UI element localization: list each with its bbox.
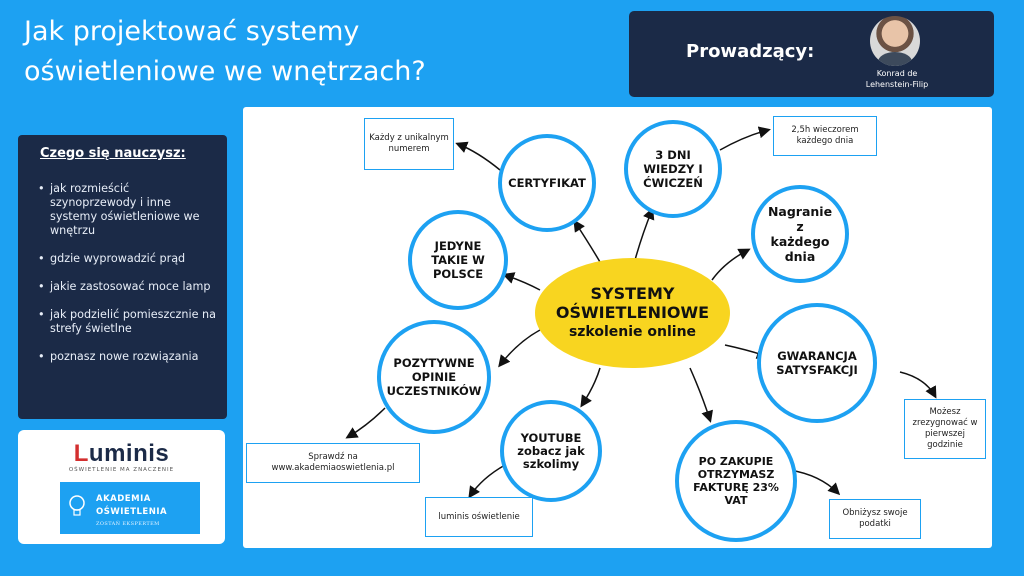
arrow-to-podatki: [789, 469, 841, 496]
arrow-to-dni: [634, 207, 655, 261]
presenter-label: Prowadzący:: [686, 41, 815, 62]
node-youtube: YOUTUBE zobacz jak szkolimy: [500, 400, 602, 502]
learning-outcomes-card: Czego się nauczysz: jak rozmieścić szyno…: [18, 135, 227, 419]
learning-item: jak podzielić pomieszcznie na strefy świ…: [36, 308, 216, 336]
node-pozytywne-label: POZYTYWNE OPINIE UCZESTNIKÓW: [386, 356, 482, 398]
node-zakup: PO ZAKUPIE OTRZYMASZ FAKTURĘ 23% VAT: [675, 420, 797, 542]
akademia-line-2: OŚWIETLENIA: [96, 507, 168, 517]
arrow-to-pozytywne: [498, 329, 541, 368]
node-nagranie: Nagranie z każdego dnia: [751, 185, 849, 283]
title-line-1: Jak projektować systemy: [24, 16, 360, 47]
arrow-to-youtube: [580, 367, 601, 408]
node-jedyne-label: JEDYNE TAKIE W POLSCE: [431, 239, 485, 281]
arrow-to-nagranie: [711, 248, 751, 281]
page-title: Jak projektować systemy oświetleniowe we…: [24, 12, 584, 92]
box-luminis-text: luminis oświetlenie: [438, 511, 520, 522]
luminis-logo-l: L: [73, 440, 89, 467]
node-jedyne: JEDYNE TAKIE W POLSCE: [408, 210, 508, 310]
arrow-to-jedyne: [502, 272, 541, 291]
luminis-logo-rest: uminis: [88, 440, 170, 467]
arrow-to-zakup: [689, 367, 713, 423]
center-node: SYSTEMY OŚWIETLENIOWE szkolenie online: [535, 258, 730, 368]
arrow-to-zrezygnowac: [899, 371, 937, 399]
box-wieczorem-text: 2,5h wieczorem każdego dnia: [791, 125, 859, 146]
presenter-card: Prowadzący: Konrad de Lehenstein-Filip: [629, 11, 994, 97]
avatar: [870, 16, 920, 66]
akademia-line-1: AKADEMIA: [96, 494, 151, 504]
arrow-to-certyfikat: [573, 219, 601, 263]
logos-card: Luminis OŚWIETLENIE MA ZNACZENIE AKADEMI…: [18, 430, 225, 544]
akademia-line-3: ZOSTAŃ EKSPERTEM: [96, 521, 160, 527]
node-gwarancja-label: GWARANCJA SATYSFAKCJI: [776, 349, 858, 377]
luminis-tagline: OŚWIETLENIE MA ZNACZENIE: [68, 467, 175, 473]
box-podatki-text: Obniżysz swoje podatki: [842, 508, 908, 529]
learning-heading: Czego się nauczysz:: [40, 146, 186, 161]
box-zrezygnowac: Możesz zrezygnować w pierwszej godzinie: [904, 399, 986, 459]
node-gwarancja: GWARANCJA SATYSFAKCJI: [757, 303, 877, 423]
node-youtube-label: YOUTUBE zobacz jak szkolimy: [517, 430, 585, 471]
learning-item: poznasz nowe rozwiązania: [36, 350, 216, 364]
presenter-name: Konrad de Lehenstein-Filip: [829, 68, 965, 90]
arrow-to-wieczorem: [719, 126, 771, 151]
arrow-to-luminis: [468, 464, 506, 499]
box-sprawdz-text: Sprawdź na www.akademiaoswietlenia.pl: [271, 452, 395, 473]
node-certyfikat: CERTYFIKAT: [498, 134, 596, 232]
learning-item: jak rozmieścić szynoprzewody i inne syst…: [36, 182, 216, 238]
box-luminis: luminis oświetlenie: [425, 497, 533, 537]
box-podatki: Obniżysz swoje podatki: [829, 499, 921, 539]
box-numer-text: Każdy z unikalnym numerem: [369, 133, 449, 154]
learning-item: jakie zastosować moce lamp: [36, 280, 216, 294]
box-zrezygnowac-text: Możesz zrezygnować w pierwszej godzinie: [912, 407, 978, 450]
node-dni: 3 DNI WIEDZY I ĆWICZEŃ: [624, 120, 722, 218]
title-line-2: oświetleniowe we wnętrzach?: [24, 56, 426, 87]
node-dni-label: 3 DNI WIEDZY I ĆWICZEŃ: [643, 148, 703, 190]
node-zakup-label: PO ZAKUPIE OTRZYMASZ FAKTURĘ 23% VAT: [693, 455, 779, 507]
learning-list: jak rozmieścić szynoprzewody i inne syst…: [36, 182, 216, 378]
center-line-1: SYSTEMY: [590, 284, 675, 303]
node-pozytywne: POZYTYWNE OPINIE UCZESTNIKÓW: [377, 320, 491, 434]
presenter-name-line-1: Konrad de: [876, 69, 918, 78]
center-line-3: szkolenie online: [568, 324, 697, 340]
presenter-name-line-2: Lehenstein-Filip: [865, 80, 929, 89]
node-certyfikat-label: CERTYFIKAT: [508, 176, 586, 190]
box-wieczorem: 2,5h wieczorem każdego dnia: [773, 116, 877, 156]
arrow-to-numer: [455, 141, 501, 171]
box-sprawdz: Sprawdź na www.akademiaoswietlenia.pl: [246, 443, 420, 483]
arrow-to-sprawdz: [345, 407, 386, 439]
node-nagranie-label: Nagranie z każdego dnia: [767, 204, 833, 264]
learning-item: gdzie wyprowadzić prąd: [36, 252, 216, 266]
akademia-logo: AKADEMIA OŚWIETLENIA ZOSTAŃ EKSPERTEM: [60, 482, 200, 534]
box-numer: Każdy z unikalnym numerem: [364, 118, 454, 170]
luminis-logo: Luminis: [18, 440, 225, 468]
center-line-2: OŚWIETLENIOWE: [555, 303, 710, 322]
lightbulb-icon: [69, 495, 85, 516]
